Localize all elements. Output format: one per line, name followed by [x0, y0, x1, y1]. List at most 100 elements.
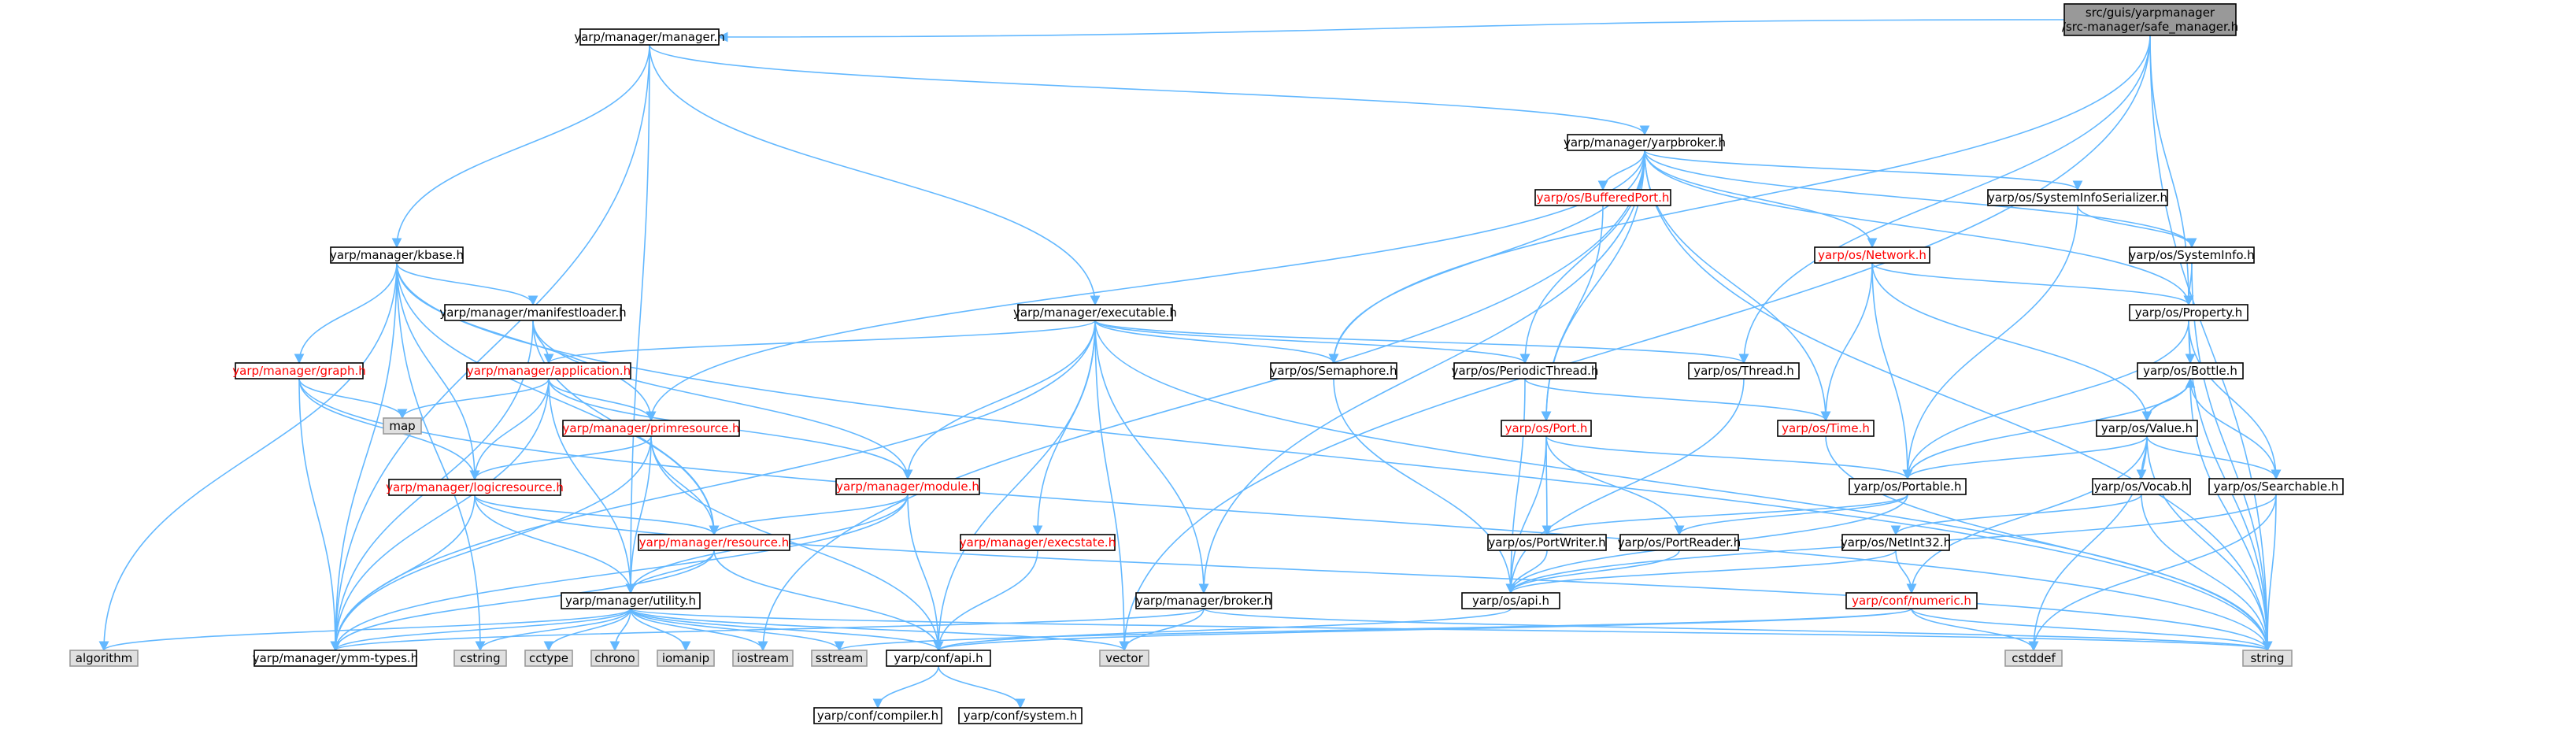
edge-manager_h-to-ymm_types_h [330, 44, 650, 652]
edge-sysinfo_h-to-string [2191, 262, 2273, 652]
node-bottle_h[interactable]: yarp/os/Bottle.h [2137, 362, 2244, 379]
node-label: yarp/conf/numeric.h [1852, 594, 1971, 608]
edge-utility_h-to-conf_api_h [630, 608, 944, 652]
node-box [657, 650, 715, 667]
nodes-layer: src/guis/yarpmanager/src-manager/safe_ma… [69, 3, 2344, 724]
node-utility_h[interactable]: yarp/manager/utility.h [561, 592, 701, 609]
edge-port_h-to-os_api_h [1505, 435, 1547, 594]
node-label: yarp/manager/resource.h [639, 535, 789, 550]
node-module_h[interactable]: yarp/manager/module.h [835, 478, 980, 495]
node-resource_h[interactable]: yarp/manager/resource.h [638, 534, 790, 551]
node-label: cctype [529, 651, 568, 665]
node-value_h[interactable]: yarp/os/Value.h [2096, 420, 2198, 437]
node-box [1099, 650, 1149, 667]
node-primresource_h[interactable]: yarp/manager/primresource.h [562, 420, 740, 437]
node-numeric_h[interactable]: yarp/conf/numeric.h [1845, 592, 1978, 609]
node-bufferedport_h[interactable]: yarp/os/BufferedPort.h [1534, 189, 1671, 206]
node-box [1777, 420, 1875, 437]
edge-module_h-to-ymm_types_h [330, 494, 909, 652]
node-label: yarp/conf/api.h [894, 651, 983, 665]
node-semaphore_h[interactable]: yarp/os/Semaphore.h [1270, 362, 1397, 379]
node-portwriter_h[interactable]: yarp/os/PortWriter.h [1487, 534, 1607, 551]
node-box [453, 650, 507, 667]
node-label: chrono [594, 651, 635, 665]
node-box [330, 246, 464, 264]
edge-periodicthread_h-to-os_api_h [1505, 378, 1526, 594]
node-executable_h[interactable]: yarp/manager/executable.h [1013, 304, 1177, 321]
edge-broker_h-to-vector [1119, 608, 1205, 652]
node-portable_h[interactable]: yarp/os/Portable.h [1849, 478, 1967, 495]
node-kbase_h[interactable]: yarp/manager/kbase.h [330, 246, 464, 264]
node-netint32_h[interactable]: yarp/os/NetInt32.h [1841, 534, 1951, 551]
edge-port_h-to-portable_h [1545, 435, 1913, 480]
node-vocab_h[interactable]: yarp/os/Vocab.h [2092, 478, 2191, 495]
node-yarpbroker_h[interactable]: yarp/manager/yarpbroker.h [1564, 134, 1726, 151]
node-box [811, 650, 868, 667]
edge-yarpbroker_h-to-broker_h [1198, 150, 1645, 594]
edge-module_h-to-conf_api_h [907, 494, 944, 652]
node-label: src/guis/yarpmanager [2086, 6, 2215, 20]
edge-yarpbroker_h-to-sysinfoser_h [1644, 150, 2083, 191]
node-time_h[interactable]: yarp/os/Time.h [1777, 420, 1875, 437]
node-box [2129, 246, 2255, 264]
node-periodicthread_h[interactable]: yarp/os/PeriodicThread.h [1452, 362, 1599, 379]
edge-graph_h-to-map [298, 378, 408, 420]
node-logicresource_h[interactable]: yarp/manager/logicresource.h [386, 479, 564, 496]
edge-primresource_h-to-ymm_types_h [330, 435, 652, 652]
edge-thread_h-to-os_api_h [1505, 378, 1745, 594]
node-ymm_types_h[interactable]: yarp/manager/ymm-types.h [253, 650, 418, 667]
node-broker_h[interactable]: yarp/manager/broker.h [1135, 592, 1272, 609]
node-graph_h[interactable]: yarp/manager/graph.h [232, 362, 366, 379]
node-application_h[interactable]: yarp/manager/application.h [466, 362, 631, 379]
node-cctype: cctype [524, 650, 573, 667]
node-label: yarp/manager/application.h [467, 364, 631, 378]
node-label: yarp/os/NetInt32.h [1841, 535, 1951, 550]
node-box [1017, 304, 1173, 321]
edge-property_h-to-portable_h [1902, 320, 2189, 480]
node-port_h[interactable]: yarp/os/Port.h [1501, 420, 1592, 437]
node-box [561, 592, 701, 609]
edge-module_h-to-resource_h [709, 494, 909, 536]
edge-execstate_h-to-conf_api_h [933, 550, 1038, 652]
node-sysinfo_h[interactable]: yarp/os/SystemInfo.h [2129, 246, 2255, 264]
node-box [2092, 478, 2191, 495]
node-string: string [2242, 650, 2293, 667]
edge-network_h-to-portable_h [1871, 262, 1913, 480]
node-os_api_h[interactable]: yarp/os/api.h [1461, 592, 1560, 609]
node-network_h[interactable]: yarp/os/Network.h [1814, 246, 1930, 264]
node-searchable_h[interactable]: yarp/os/Searchable.h [2208, 478, 2344, 495]
node-conf_compiler_h[interactable]: yarp/conf/compiler.h [813, 707, 942, 724]
edge-yarpbroker_h-to-string [1644, 150, 2273, 652]
node-property_h[interactable]: yarp/os/Property.h [2129, 304, 2248, 321]
edge-executable_h-to-semaphore_h [1094, 320, 1339, 365]
node-box [1688, 362, 1800, 379]
edge-utility_h-to-cstring [475, 608, 631, 652]
node-manager_h[interactable]: yarp/manager/manager.h [574, 28, 725, 46]
edge-numeric_h-to-cstddef [1911, 608, 2039, 652]
edge-yarpbroker_h-to-property_h [1644, 150, 2194, 306]
edge-utility_h-to-ymm_types_h [330, 608, 631, 652]
node-sysinfoser_h[interactable]: yarp/os/SystemInfoSerializer.h [1987, 189, 2168, 206]
node-conf_api_h[interactable]: yarp/conf/api.h [886, 650, 991, 667]
node-label: yarp/manager/kbase.h [330, 248, 464, 262]
edge-application_h-to-utility_h [548, 378, 636, 594]
node-execstate_h[interactable]: yarp/manager/execstate.h [960, 534, 1116, 551]
node-manifestloader_h[interactable]: yarp/manager/manifestloader.h [439, 304, 627, 321]
node-box [1987, 189, 2168, 206]
node-label: /src-manager/safe_manager.h [2062, 20, 2238, 35]
edge-periodicthread_h-to-time_h [1524, 378, 1831, 422]
edge-kbase_h-to-manifestloader_h [396, 262, 539, 306]
node-label: sstream [816, 651, 863, 665]
edge-port_h-to-portreader_h [1545, 435, 1685, 536]
edge-value_h-to-string [2146, 435, 2273, 652]
node-conf_system_h[interactable]: yarp/conf/system.h [958, 707, 1083, 724]
node-label: yarp/os/PortWriter.h [1488, 535, 1605, 550]
node-root[interactable]: src/guis/yarpmanager/src-manager/safe_ma… [2062, 3, 2238, 36]
edge-semaphore_h-to-os_api_h [1333, 378, 1516, 594]
edge-bottle_h-to-searchable_h [2189, 378, 2282, 480]
edge-yarpbroker_h-to-periodicthread_h [1519, 150, 1645, 365]
node-portreader_h[interactable]: yarp/os/PortReader.h [1618, 534, 1741, 551]
node-cstddef: cstddef [2004, 650, 2063, 667]
node-thread_h[interactable]: yarp/os/Thread.h [1688, 362, 1800, 379]
edge-value_h-to-portable_h [1902, 435, 2148, 480]
